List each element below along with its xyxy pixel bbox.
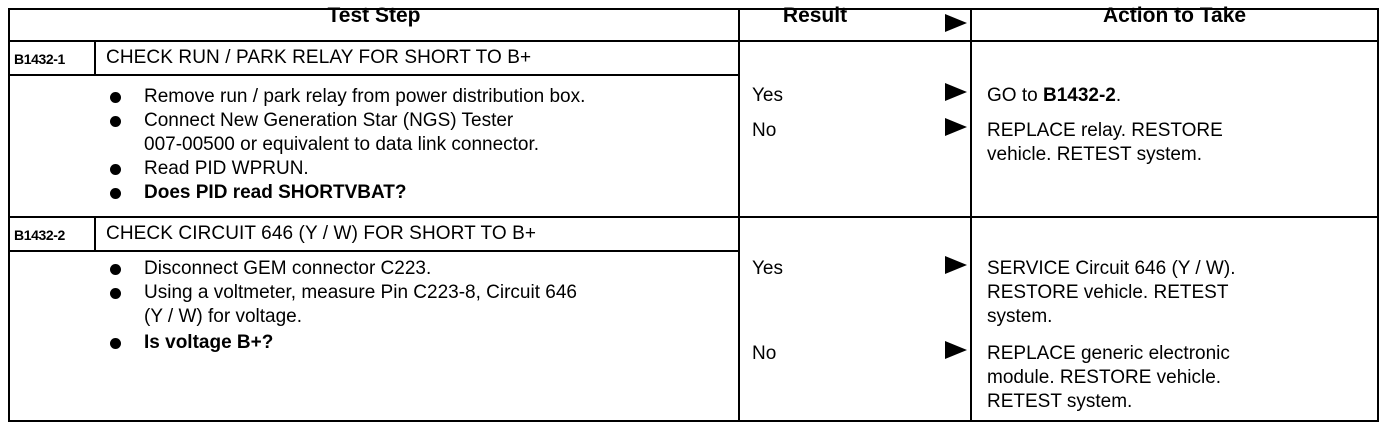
- arrow-icon: [945, 256, 967, 274]
- step2-title: CHECK CIRCUIT 646 (Y / W) FOR SHORT TO B…: [106, 223, 537, 244]
- header-test-step: Test Step: [327, 4, 421, 27]
- step1-action-yes: GO to B1432-2.: [987, 85, 1122, 106]
- step2-action-no-line3: RETEST system.: [987, 391, 1133, 412]
- step2-bullet-3: Is voltage B+?: [144, 332, 274, 353]
- step1-bullet-2: Connect New Generation Star (NGS) Tester: [144, 110, 514, 131]
- step1-id-divider: [94, 40, 96, 74]
- step1-id: B1432-1: [14, 51, 65, 67]
- bullet-icon: [110, 288, 121, 299]
- bullet-icon: [110, 188, 121, 199]
- step2-action-yes-line3: system.: [987, 306, 1053, 327]
- header-action: Action to Take: [1102, 4, 1247, 27]
- step1-action-no-line2: vehicle. RETEST system.: [987, 144, 1203, 165]
- step1-title-divider: [8, 74, 739, 76]
- arrow-icon: [945, 341, 967, 359]
- step2-action-yes-line2: RESTORE vehicle. RETEST: [987, 282, 1229, 303]
- bullet-icon: [110, 116, 121, 127]
- step2-action-yes-line1: SERVICE Circuit 646 (Y / W).: [987, 258, 1236, 279]
- bullet-icon: [110, 264, 121, 275]
- step1-bullet-4: Does PID read SHORTVBAT?: [144, 182, 407, 203]
- arrow-icon: [945, 83, 967, 101]
- action-column-divider: [970, 8, 972, 422]
- step1-action-no-line1: REPLACE relay. RESTORE: [987, 120, 1223, 141]
- diagnostic-table: [8, 8, 1379, 422]
- bullet-icon: [110, 338, 121, 349]
- step1-bullet-2-cont: 007-00500 or equivalent to data link con…: [144, 134, 540, 155]
- header-divider: [8, 40, 1379, 42]
- header-arrow-icon: [945, 14, 967, 32]
- step1-bullet-1: Remove run / park relay from power distr…: [144, 86, 586, 107]
- result-column-divider: [738, 8, 740, 422]
- header-result: Result: [782, 4, 848, 27]
- arrow-icon: [945, 118, 967, 136]
- step2-action-no-line2: module. RESTORE vehicle.: [987, 367, 1222, 388]
- step2-bullet-2: Using a voltmeter, measure Pin C223-8, C…: [144, 282, 577, 303]
- step2-title-divider: [8, 250, 739, 252]
- bullet-icon: [110, 92, 121, 103]
- step1-result-no: No: [752, 120, 777, 141]
- step1-title: CHECK RUN / PARK RELAY FOR SHORT TO B+: [106, 47, 532, 68]
- step2-action-no-line1: REPLACE generic electronic: [987, 343, 1230, 364]
- step2-bullet-1: Disconnect GEM connector C223.: [144, 258, 432, 279]
- step2-result-no: No: [752, 343, 777, 364]
- step-divider: [8, 216, 1379, 218]
- step1-result-yes: Yes: [752, 85, 783, 106]
- step2-result-yes: Yes: [752, 258, 783, 279]
- bullet-icon: [110, 164, 121, 175]
- step2-id-divider: [94, 216, 96, 250]
- step2-id: B1432-2: [14, 227, 65, 243]
- step1-bullet-3: Read PID WPRUN.: [144, 158, 309, 179]
- step2-bullet-2-cont: (Y / W) for voltage.: [144, 306, 303, 327]
